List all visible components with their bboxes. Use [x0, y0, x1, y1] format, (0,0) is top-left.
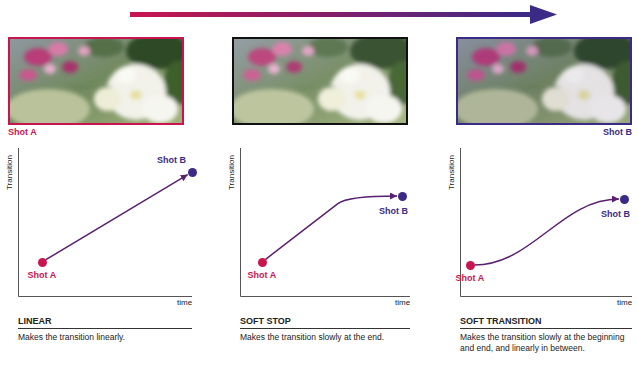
- photo-frame: [9, 38, 183, 124]
- photo-frame: [233, 38, 407, 124]
- start-point: Shot A: [248, 258, 277, 281]
- axes: [19, 148, 633, 297]
- point-dot: [38, 258, 47, 267]
- photo: [230, 33, 416, 129]
- photo: [454, 33, 638, 129]
- point-label: Shot A: [456, 273, 485, 283]
- point-dot: [188, 168, 197, 177]
- point-label: Shot A: [28, 270, 57, 280]
- photo-frame: [457, 38, 631, 124]
- axis-label: Transition: [447, 155, 457, 190]
- curve-title: SOFT STOP: [240, 316, 291, 326]
- axis-label: Transition: [227, 155, 237, 190]
- point-dot: [398, 192, 407, 201]
- transition-curve: [266, 196, 397, 259]
- photo-tint: [456, 37, 632, 125]
- point-dot: [620, 195, 629, 204]
- curve-title: SOFT TRANSITION: [460, 316, 542, 326]
- point-label: Shot B: [601, 209, 630, 219]
- end-point: Shot B: [601, 195, 630, 220]
- end-point: Shot B: [379, 192, 408, 217]
- progress-arrow: [130, 12, 532, 17]
- transition-curve: [475, 199, 620, 265]
- transition-curve: [46, 175, 188, 260]
- curve-description: Makes the transition slowly at the end.: [240, 332, 412, 343]
- photo-tint: [232, 37, 408, 125]
- point-dot: [466, 261, 475, 270]
- axis-label: time: [177, 298, 192, 308]
- point-dot: [258, 258, 267, 267]
- shot-label: Shot A: [8, 127, 37, 137]
- photo: [6, 33, 192, 129]
- curve-description: Makes the transition linearly.: [18, 332, 194, 343]
- axis-label: time: [617, 298, 632, 308]
- curve-title: LINEAR: [18, 316, 52, 326]
- point-label: Shot B: [157, 155, 186, 165]
- point-label: Shot B: [379, 206, 408, 216]
- shot-label: Shot B: [603, 127, 632, 137]
- axis-label: time: [395, 298, 410, 308]
- point-label: Shot A: [248, 270, 277, 280]
- axis-label: Transition: [5, 155, 15, 190]
- title-rule: [18, 328, 632, 329]
- curve-description: Makes the transition slowly at the begin…: [460, 332, 634, 353]
- start-point: Shot A: [456, 261, 485, 284]
- start-point: Shot A: [28, 258, 57, 281]
- end-point: Shot B: [157, 155, 197, 177]
- arrow-head: [530, 5, 557, 24]
